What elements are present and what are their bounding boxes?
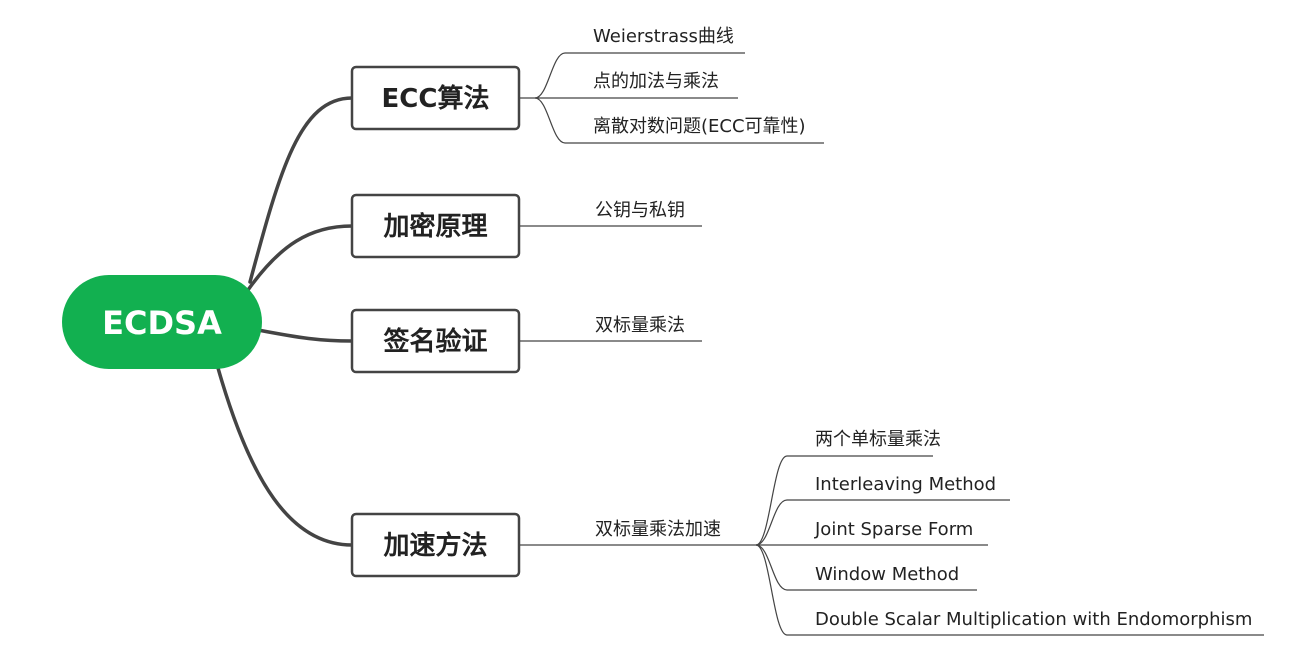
connector-root-branch-1 bbox=[246, 224, 354, 292]
branch-node-acceleration[interactable]: 加速方法 bbox=[350, 512, 521, 578]
leaf-window-method[interactable]: Window Method bbox=[815, 564, 959, 585]
connector-sub-leaf-4 bbox=[755, 544, 1264, 636]
leaf-joint-sparse-form[interactable]: Joint Sparse Form bbox=[814, 519, 973, 540]
connector-sub-leaf-0 bbox=[755, 455, 933, 546]
thin-connectors bbox=[520, 52, 1264, 636]
branch-node-box bbox=[350, 512, 521, 578]
branch-node-ecc[interactable]: ECC算法 bbox=[350, 65, 521, 131]
main-connectors bbox=[216, 96, 354, 547]
connector-sub-leaf-3 bbox=[755, 544, 977, 591]
leaf-endomorphism[interactable]: Double Scalar Multiplication with Endomo… bbox=[815, 609, 1252, 630]
root-node-shape bbox=[62, 275, 262, 369]
root-node[interactable]: ECDSA bbox=[62, 275, 262, 369]
branch-node-box bbox=[350, 193, 521, 259]
leaf-labels: Weierstrass曲线 点的加法与乘法 离散对数问题(ECC可靠性) 公钥与… bbox=[593, 26, 1252, 630]
branch-node-box bbox=[350, 65, 521, 131]
leaf-double-scalar-accel[interactable]: 双标量乘法加速 bbox=[595, 519, 721, 540]
leaf-point-arithmetic[interactable]: 点的加法与乘法 bbox=[593, 71, 719, 92]
branch-node-label: 加密原理 bbox=[383, 211, 487, 242]
leaf-interleaving[interactable]: Interleaving Method bbox=[815, 474, 996, 495]
branch-node-encryption[interactable]: 加密原理 bbox=[350, 193, 521, 259]
root-node-label: ECDSA bbox=[102, 304, 222, 342]
connector-b0-leaf-2 bbox=[534, 97, 824, 144]
leaf-double-scalar-mult[interactable]: 双标量乘法 bbox=[595, 315, 685, 336]
connector-root-branch-0 bbox=[248, 96, 354, 284]
branch-node-label: 签名验证 bbox=[383, 326, 487, 357]
branch-node-verification[interactable]: 签名验证 bbox=[350, 308, 521, 374]
connector-root-branch-3 bbox=[216, 366, 354, 547]
branch-node-label: 加速方法 bbox=[383, 530, 487, 561]
leaf-discrete-log[interactable]: 离散对数问题(ECC可靠性) bbox=[593, 116, 806, 137]
leaf-public-private-key[interactable]: 公钥与私钥 bbox=[595, 200, 685, 221]
connector-root-branch-2 bbox=[256, 328, 354, 343]
leaf-two-single-scalar[interactable]: 两个单标量乘法 bbox=[815, 429, 941, 450]
branch-node-box bbox=[350, 308, 521, 374]
leaf-weierstrass[interactable]: Weierstrass曲线 bbox=[593, 26, 734, 47]
branch-node-label: ECC算法 bbox=[382, 83, 490, 114]
connector-sub-leaf-1 bbox=[755, 499, 1010, 546]
